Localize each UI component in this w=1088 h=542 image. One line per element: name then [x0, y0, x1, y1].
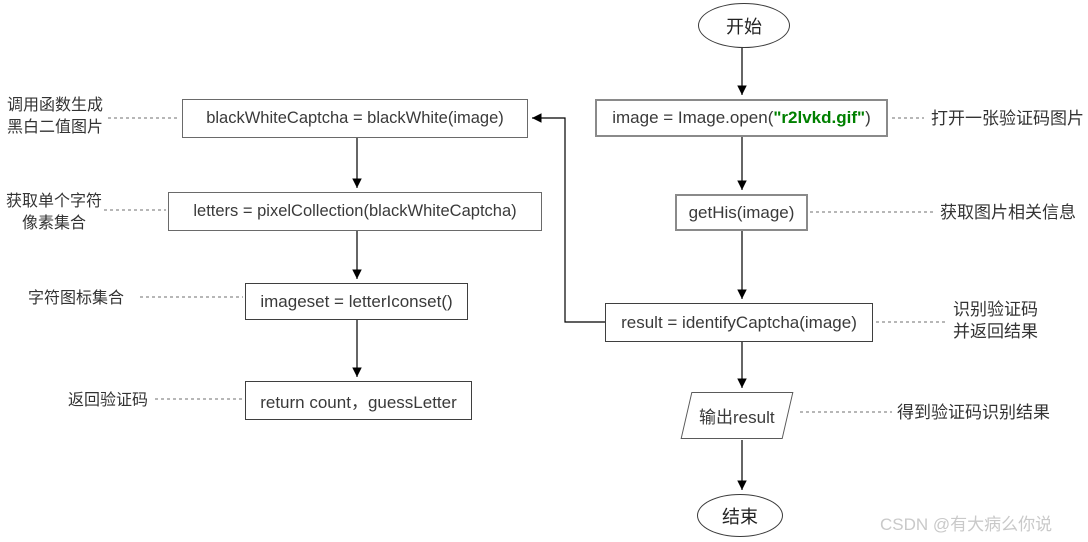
annotation-output: 得到验证码识别结果: [897, 402, 1050, 424]
annotation-line: 识别验证码: [953, 300, 1038, 319]
return-node: return count，guessLetter: [245, 381, 472, 420]
lettericonset-node: imageset = letterIconset(): [245, 283, 468, 320]
annotation-line: 获取单个字符: [5, 193, 102, 210]
end-node: 结束: [697, 494, 783, 537]
annotation-lettericonset: 字符图标集合: [28, 288, 124, 310]
annotation-identify: 识别验证码 并返回结果: [953, 299, 1038, 343]
annotation-line: 并返回结果: [953, 322, 1038, 341]
annotation-blackwhite: 调用函数生成 黑白二值图片: [5, 95, 105, 139]
open-image-filename: "r2lvkd.gif": [773, 108, 866, 127]
open-image-prefix: image = Image.open(: [612, 108, 774, 127]
open-image-node: image = Image.open("r2lvkd.gif"): [595, 99, 888, 137]
open-image-suffix: ): [865, 108, 871, 127]
blackwhite-node: blackWhiteCaptcha = blackWhite(image): [182, 99, 528, 138]
annotation-gethis: 获取图片相关信息: [940, 202, 1076, 224]
gethis-node: getHis(image): [675, 194, 808, 231]
output-node-label: 输出result: [699, 408, 775, 427]
annotation-line: 获取图片相关信息: [940, 203, 1076, 222]
annotation-line: 字符图标集合: [28, 290, 125, 307]
annotation-line: 返回验证码: [68, 392, 149, 409]
start-node: 开始: [698, 3, 790, 48]
annotation-line: 打开一张验证码图片: [931, 109, 1084, 128]
annotation-line: 调用函数生成: [6, 97, 103, 114]
csdn-watermark: CSDN @有大病么你说: [880, 515, 1053, 534]
pixelcollection-node: letters = pixelCollection(blackWhiteCapt…: [168, 192, 542, 231]
annotation-line: 得到验证码识别结果: [897, 403, 1050, 422]
annotation-pixelcollection: 获取单个字符 像素集合: [4, 191, 104, 235]
annotation-open-image: 打开一张验证码图片: [931, 108, 1084, 130]
identify-node: result = identifyCaptcha(image): [605, 303, 873, 342]
connector-identify-to-bw: [532, 113, 605, 323]
annotation-return: 返回验证码: [68, 390, 148, 412]
annotation-line: 黑白二值图片: [6, 119, 103, 136]
annotation-line: 像素集合: [21, 215, 86, 232]
output-node: 输出result: [680, 392, 794, 439]
